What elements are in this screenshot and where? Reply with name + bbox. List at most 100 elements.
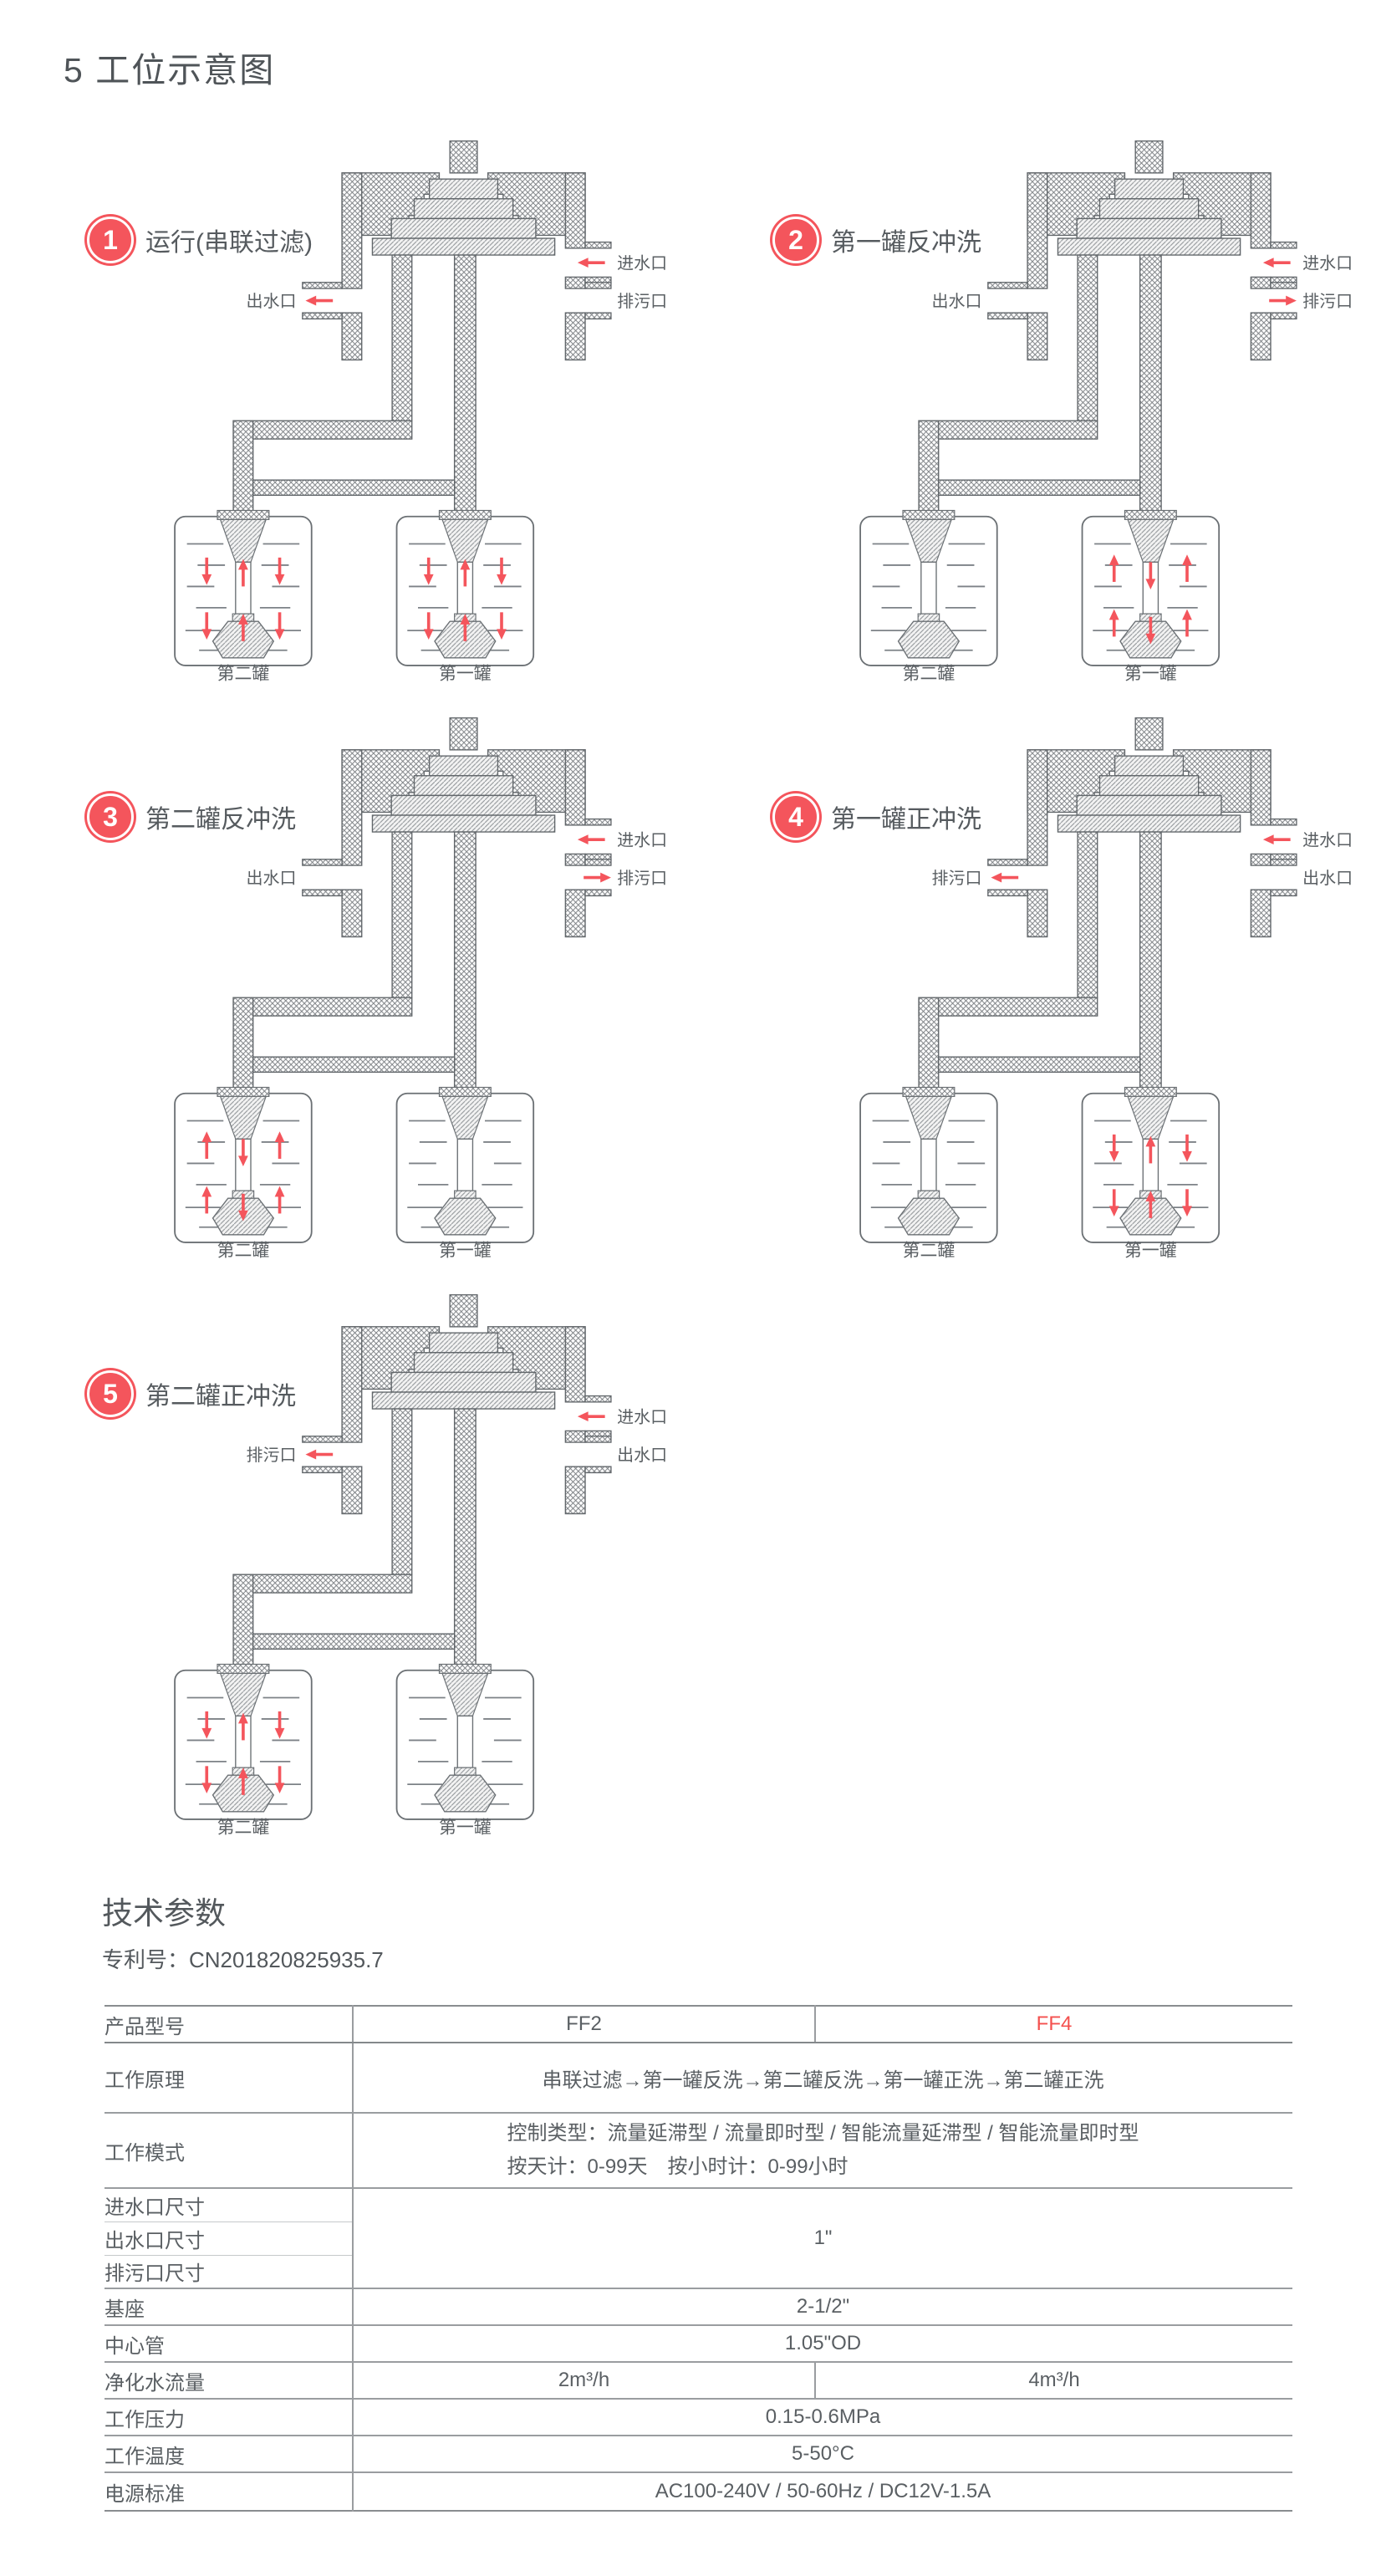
diagram-title: 第二罐正冲洗 (145, 1383, 296, 1410)
step-badge: 5 (87, 1370, 134, 1417)
port-label-right-bottom: 排污口 (617, 292, 667, 311)
tank-left (174, 1086, 313, 1243)
tank-label-left: 第二罐 (217, 664, 270, 683)
table-row-pressure: 工作压力 0.15-0.6MPa (104, 2399, 1292, 2436)
center-tube-value: 1.05"OD (353, 2325, 1292, 2363)
step-badge: 2 (772, 217, 819, 263)
table-row-power: 电源标准 AC100-240V / 50-60Hz / DC12V-1.5A (104, 2472, 1292, 2511)
diagram-title: 第一罐反冲洗 (831, 229, 981, 257)
mode-line-2: 按天计：0-99天 按小时计：0-99小时 (507, 2155, 849, 2178)
port-label-right-bottom: 排污口 (617, 869, 667, 888)
table-row-drain-size: 排污口尺寸 (104, 2255, 1292, 2289)
port-arrow-inlet (1261, 256, 1292, 269)
tank-right (395, 1663, 535, 1820)
tank-label-right: 第一罐 (439, 1241, 492, 1260)
port-arrow-left (303, 293, 335, 308)
principle-value: 串联过滤→第一罐反洗→第二罐反洗→第一罐正洗→第二罐正洗 (353, 2043, 1292, 2114)
tech-table: 产品型号 FF2 FF4 工作原理 串联过滤→第一罐反洗→第二罐反洗→第一罐正洗… (104, 2005, 1292, 2512)
base-value: 2-1/2" (353, 2288, 1292, 2326)
port-label-inlet: 进水口 (617, 830, 667, 849)
model-ff4: FF4 (815, 2006, 1292, 2043)
patent-number: 专利号：CN201820825935.7 (102, 1947, 384, 1972)
port-arrow-left (303, 1447, 335, 1461)
diagram-title: 运行(串联过滤) (145, 229, 313, 257)
row-label: 中心管 (104, 2325, 354, 2363)
port-arrow-inlet (576, 1410, 607, 1423)
mode-value: 控制类型：流量延滞型 / 流量即时型 / 智能流量延滞型 / 智能流量即时型 按… (353, 2113, 1292, 2189)
tank-right (395, 1086, 535, 1243)
step-badge: 1 (87, 217, 134, 263)
flow-ff4: 4m³/h (815, 2362, 1292, 2400)
port-label-inlet: 进水口 (617, 1407, 667, 1426)
model-ff2: FF2 (353, 2006, 816, 2043)
valve-tank-diagram: 出水口 进水口 排污口 第二罐 第一罐 (174, 717, 667, 1260)
valve-body (232, 140, 612, 518)
table-row-temperature: 工作温度 5-50°C (104, 2436, 1292, 2473)
valve-tank-diagram: 出水口 进水口 排污口 第二罐 第一罐 (174, 140, 667, 683)
port-label-left: 出水口 (247, 869, 297, 888)
valve-tank-diagram: 出水口 进水口 排污口 第二罐 第一罐 (859, 140, 1353, 683)
table-row-inlet-size: 进水口尺寸 1" (104, 2188, 1292, 2289)
step-badge: 3 (87, 793, 134, 840)
valve-body (232, 717, 612, 1094)
port-label-right-bottom: 出水口 (1302, 869, 1353, 888)
valve-tank-diagram: 排污口 进水口 出水口 第二罐 第一罐 (174, 1293, 667, 1837)
tank-right (395, 509, 535, 666)
tank-label-right: 第一罐 (1124, 1241, 1177, 1260)
row-label: 基座 (104, 2288, 354, 2326)
tank-label-left: 第二罐 (217, 1241, 270, 1260)
port-arrow-inlet (576, 256, 607, 269)
diagram-header: 1 运行(串联过滤) (87, 217, 313, 263)
valve-body (232, 1293, 612, 1671)
diagram-1: 出水口 进水口 排污口 第二罐 第一罐 1 运行(串联过滤) (84, 136, 669, 713)
row-label: 工作温度 (104, 2436, 354, 2473)
valve-body (918, 140, 1297, 518)
tank-left (174, 509, 313, 666)
port-arrow-inlet (1261, 833, 1292, 846)
table-row-center-tube: 中心管 1.05"OD (104, 2325, 1292, 2363)
row-label: 产品型号 (104, 2006, 354, 2043)
row-label: 进水口尺寸 (104, 2188, 354, 2222)
power-value: AC100-240V / 50-60Hz / DC12V-1.5A (655, 2480, 991, 2502)
valve-body (918, 717, 1297, 1094)
tank-label-left: 第二罐 (217, 1818, 270, 1837)
diagram-header: 2 第一罐反冲洗 (772, 217, 981, 263)
port-label-left: 出水口 (932, 292, 982, 311)
tank-label-right: 第一罐 (439, 1818, 492, 1837)
port-arrow-right-bottom (582, 870, 613, 885)
pressure-value: 0.15-0.6MPa (353, 2399, 1292, 2436)
row-label: 排污口尺寸 (104, 2255, 354, 2289)
diagram-title: 第一罐正冲洗 (831, 806, 981, 834)
diagram-2: 出水口 进水口 排污口 第二罐 第一罐 2 第一罐反冲洗 (769, 136, 1354, 713)
diagram-header: 3 第二罐反冲洗 (87, 793, 296, 840)
page-title: 5 工位示意图 (64, 51, 276, 89)
tank-left (174, 1663, 313, 1820)
tank-label-left: 第二罐 (903, 1241, 956, 1260)
diagram-3: 出水口 进水口 排污口 第二罐 第一罐 3 第二罐反冲洗 (84, 713, 669, 1290)
tank-label-right: 第一罐 (439, 664, 492, 683)
tank-label-left: 第二罐 (903, 664, 956, 683)
step-badge: 4 (772, 793, 819, 840)
tech-heading: 技术参数 (102, 1896, 226, 1931)
valve-tank-diagram: 排污口 进水口 出水口 第二罐 第一罐 (859, 717, 1353, 1260)
tank-right (1081, 509, 1221, 666)
diagram-title: 第二罐反冲洗 (145, 806, 296, 834)
port-label-left: 排污口 (247, 1446, 297, 1465)
mode-line-1: 控制类型：流量延滞型 / 流量即时型 / 智能流量延滞型 / 智能流量即时型 (507, 2122, 1139, 2145)
row-label: 工作模式 (104, 2113, 354, 2189)
tank-left (859, 509, 998, 666)
port-size-value: 1" (353, 2188, 1292, 2289)
temperature-value: 5-50°C (353, 2436, 1292, 2473)
port-arrow-inlet (576, 833, 607, 846)
row-label: 电源标准 (104, 2472, 354, 2511)
table-row-flow: 净化水流量 2m³/h 4m³/h (104, 2362, 1292, 2400)
flow-ff2: 2m³/h (353, 2362, 816, 2400)
port-label-right-bottom: 排污口 (1302, 292, 1353, 311)
diagram-5: 排污口 进水口 出水口 第二罐 第一罐 5 第二罐正冲洗 (84, 1290, 669, 1867)
table-row-mode: 工作模式 控制类型：流量延滞型 / 流量即时型 / 智能流量延滞型 / 智能流量… (104, 2113, 1292, 2189)
diagram-header: 5 第二罐正冲洗 (87, 1370, 296, 1417)
row-label: 工作原理 (104, 2043, 354, 2114)
tank-label-right: 第一罐 (1124, 664, 1177, 683)
table-row-outlet-size: 出水口尺寸 (104, 2221, 1292, 2256)
